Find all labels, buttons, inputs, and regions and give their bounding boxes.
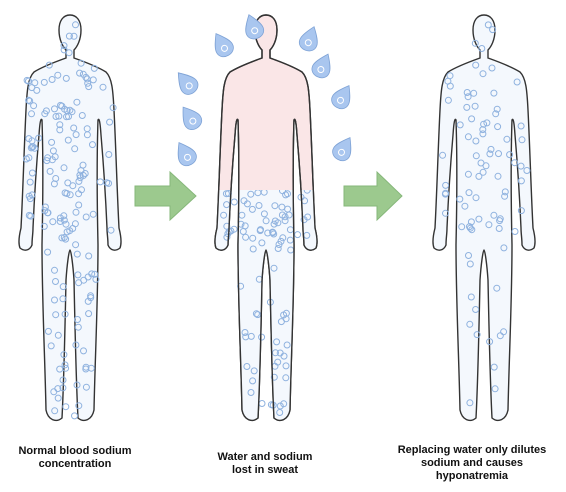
human-silhouette-icon bbox=[433, 15, 535, 420]
sodium-dot-icon bbox=[63, 404, 69, 410]
body-diluted-sodium bbox=[433, 15, 535, 420]
caption-sweat: Water and sodium lost in sweat bbox=[195, 451, 335, 477]
arrow-right-icon bbox=[344, 172, 402, 220]
sodium-dot-icon bbox=[259, 401, 265, 407]
arrow-right-icon bbox=[135, 172, 196, 220]
caption-line: Replacing water only dilutes bbox=[378, 444, 566, 457]
sweat-drop-icon bbox=[176, 102, 205, 133]
sweat-drop-icon bbox=[297, 24, 322, 54]
caption-line: concentration bbox=[0, 458, 150, 471]
sweat-drop-icon bbox=[171, 138, 199, 169]
caption-line: Normal blood sodium bbox=[0, 445, 150, 458]
sodium-dot-icon bbox=[295, 232, 301, 238]
caption-diluted: Replacing water only dilutes sodium and … bbox=[378, 444, 566, 483]
sodium-dot-icon bbox=[231, 199, 237, 205]
caption-line: lost in sweat bbox=[195, 464, 335, 477]
sweat-drop-icon bbox=[171, 67, 201, 98]
sodium-dot-icon bbox=[72, 413, 78, 419]
human-silhouette-icon bbox=[19, 15, 121, 420]
caption-line: hyponatremia bbox=[378, 470, 566, 483]
sodium-dot-icon bbox=[97, 179, 103, 185]
sweat-drop-icon bbox=[330, 133, 358, 164]
caption-normal: Normal blood sodium concentration bbox=[0, 445, 150, 471]
sweat-drop-icon bbox=[309, 50, 336, 80]
sodium-dot-icon bbox=[512, 229, 518, 235]
caption-line: sodium and causes bbox=[378, 457, 566, 470]
caption-line: Water and sodium bbox=[195, 451, 335, 464]
sweat-drop-icon bbox=[208, 29, 236, 60]
body-normal-sodium bbox=[19, 15, 121, 420]
body-sweating bbox=[215, 15, 317, 420]
sweat-drop-icon bbox=[329, 81, 357, 112]
